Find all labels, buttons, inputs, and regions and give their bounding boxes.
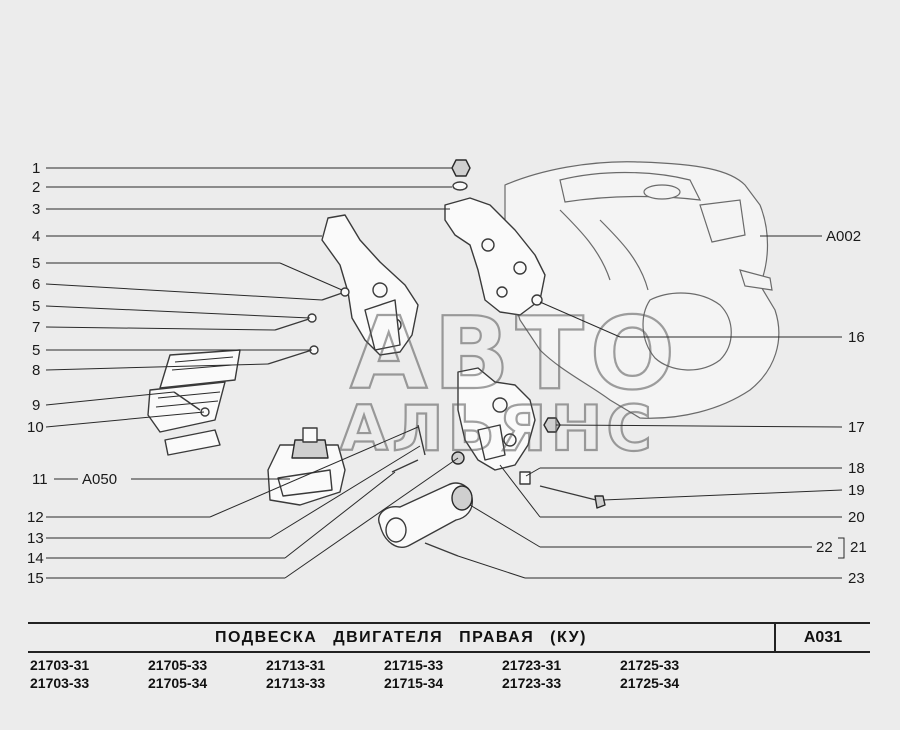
model-item: 21703-33 bbox=[30, 675, 90, 691]
bracket-part-4 bbox=[321, 214, 419, 356]
callout-6: 6 bbox=[32, 276, 40, 293]
watermark-line2: АЛЬЯНС bbox=[340, 392, 656, 465]
diagram-title: ПОДВЕСКА ДВИГАТЕЛЯ ПРАВАЯ (КУ) bbox=[215, 628, 587, 646]
callout-1: 1 bbox=[32, 160, 40, 177]
model-list: 21703-31 21705-33 21713-31 21715-33 2172… bbox=[30, 657, 730, 691]
left-leader-lines bbox=[45, 167, 459, 579]
callout-17: 17 bbox=[848, 419, 865, 436]
callout-15: 15 bbox=[27, 570, 44, 587]
callout-2: 2 bbox=[32, 179, 40, 196]
callout-13: 13 bbox=[27, 530, 44, 547]
callout-12: 12 bbox=[27, 509, 44, 526]
right-leader-lines bbox=[457, 235, 845, 579]
model-item: 21713-33 bbox=[266, 675, 326, 691]
callout-4: 4 bbox=[32, 228, 40, 245]
model-item: 21703-31 bbox=[30, 657, 90, 673]
callout-20: 20 bbox=[848, 509, 865, 526]
model-item: 21723-31 bbox=[502, 657, 562, 673]
torque-rod bbox=[378, 482, 473, 548]
callout-22: 22 bbox=[816, 539, 833, 556]
model-item: 21723-33 bbox=[502, 675, 562, 691]
title-divider bbox=[774, 624, 776, 651]
bracket-lower bbox=[457, 367, 536, 471]
fasteners bbox=[173, 159, 606, 557]
callout-5b: 5 bbox=[32, 298, 40, 315]
model-item: 21705-34 bbox=[148, 675, 208, 691]
watermark-line1: АВТО bbox=[350, 295, 681, 412]
engine-mount-cushion bbox=[267, 427, 346, 506]
callout-11-ref: A050 bbox=[82, 471, 117, 488]
engine-block-outline bbox=[504, 161, 780, 419]
callout-10: 10 bbox=[27, 419, 44, 436]
callout-23: 23 bbox=[848, 570, 865, 587]
callout-8: 8 bbox=[32, 362, 40, 379]
callout-18: 18 bbox=[848, 460, 865, 477]
callout-14: 14 bbox=[27, 550, 44, 567]
right-callouts: A002 16 17 18 19 20 22 21 23 bbox=[816, 228, 867, 587]
body-side-member bbox=[147, 349, 241, 456]
callout-3: 3 bbox=[32, 201, 40, 218]
diagram-code: A031 bbox=[803, 628, 843, 646]
callout-7: 7 bbox=[32, 319, 40, 336]
model-item: 21705-33 bbox=[148, 657, 208, 673]
model-item: 21725-34 bbox=[620, 675, 680, 691]
callout-9: 9 bbox=[32, 397, 40, 414]
exploded-parts-diagram: АВТО АЛЬЯНС bbox=[27, 159, 867, 587]
model-item: 21715-34 bbox=[384, 675, 444, 691]
bracket-part-3 bbox=[444, 197, 546, 316]
model-item: 21725-33 bbox=[620, 657, 680, 673]
callout-19: 19 bbox=[848, 482, 865, 499]
callout-11: 11 bbox=[32, 471, 48, 488]
callout-21: 21 bbox=[850, 539, 867, 556]
left-callouts: 1 2 3 4 5 6 5 7 5 8 9 10 11 A050 12 13 1… bbox=[27, 160, 117, 587]
callout-5a: 5 bbox=[32, 255, 40, 272]
engine-reference: A002 bbox=[826, 228, 861, 245]
title-block: ПОДВЕСКА ДВИГАТЕЛЯ ПРАВАЯ (КУ) A031 bbox=[28, 622, 870, 653]
callout-5c: 5 bbox=[32, 342, 40, 359]
model-item: 21715-33 bbox=[384, 657, 444, 673]
callout-16: 16 bbox=[848, 329, 865, 346]
model-item: 21713-31 bbox=[266, 657, 326, 673]
